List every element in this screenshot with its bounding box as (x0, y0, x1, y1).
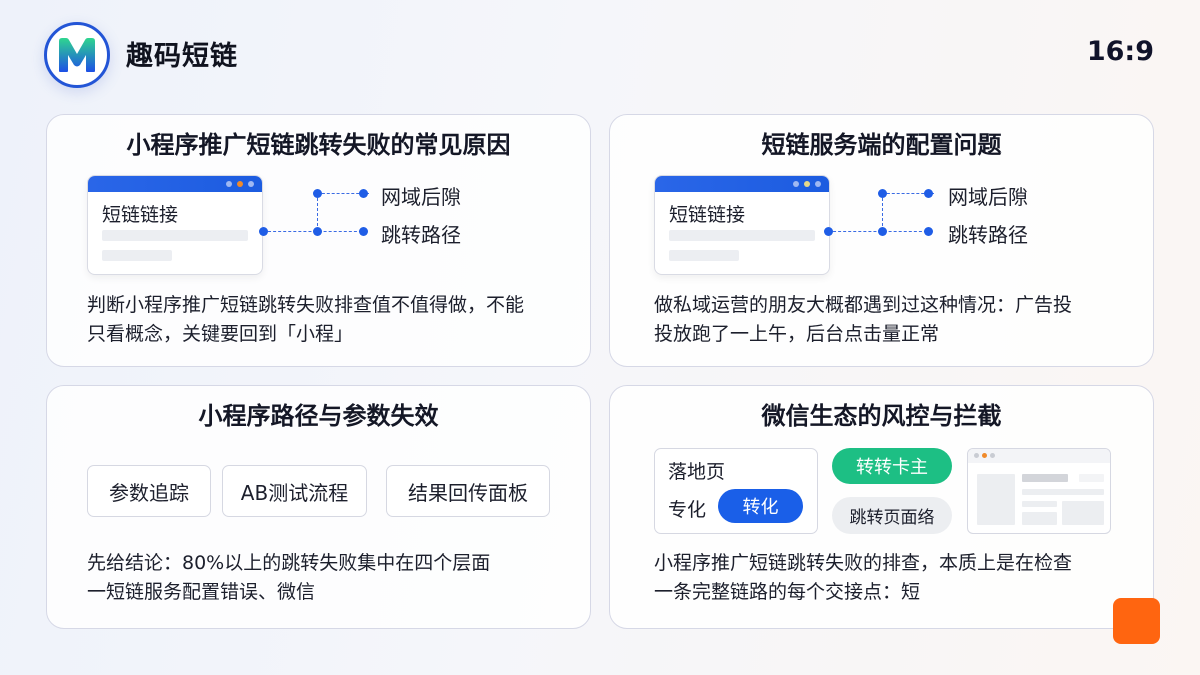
aspect-ratio-label: 16:9 (1086, 36, 1154, 67)
card-server-config: 短链服务端的配置问题 短链链接 网域后隙 跳转路径 做私域运营的朋友大概都遇到过… (609, 114, 1154, 367)
placeholder-line (102, 250, 172, 261)
connector-node-icon (313, 227, 322, 236)
connector-node-icon (924, 227, 933, 236)
landing-page-box: 落地页 专化 转化 (654, 448, 818, 534)
browser-titlebar (968, 449, 1110, 463)
logo (44, 22, 110, 88)
connector-node-icon (313, 189, 322, 198)
card-title: 小程序推广短链跳转失败的常见原因 (126, 131, 511, 159)
branch-label: 跳转路径 (381, 223, 461, 247)
connector-node-icon (359, 227, 368, 236)
card-description: 小程序推广短链跳转失败的排查，本质上是在检查 一条完整链路的每个交接点：短 (654, 552, 1073, 603)
connector-node-icon (359, 189, 368, 198)
card-path-params: 小程序路径与参数失效 参数追踪 AB测试流程 结果回传面板 先给结论：80%以上… (46, 385, 591, 629)
brand-name: 趣码短链 (126, 41, 238, 72)
header: 趣码短链 16:9 (0, 0, 1200, 100)
status-pill-gray[interactable]: 跳转页面络 (832, 497, 952, 534)
window-dots-icon (226, 181, 254, 187)
branch-label: 网域后隙 (948, 185, 1028, 209)
short-link-window-mock: 短链链接 (654, 175, 830, 275)
connector-node-icon (878, 227, 887, 236)
orange-accent-square (1113, 598, 1160, 644)
window-dots-icon (974, 453, 995, 458)
card-title: 微信生态的风控与拦截 (761, 402, 1002, 430)
placeholder-line (102, 230, 248, 241)
placeholder-line (669, 230, 815, 241)
card-title: 短链服务端的配置问题 (761, 131, 1002, 159)
placeholder-line (669, 250, 739, 261)
short-link-window-mock: 短链链接 (87, 175, 263, 275)
card-description: 先给结论：80%以上的跳转失败集中在四个层面 一短链服务配置错误、微信 (87, 552, 491, 603)
card-description: 判断小程序推广短链跳转失败排查值不值得做，不能 只看概念，关键要回到「小程」 (87, 294, 525, 345)
window-dots-icon (793, 181, 821, 187)
landing-page-label: 专化 (668, 499, 707, 521)
connector-node-icon (878, 189, 887, 198)
branch-label: 网域后隙 (381, 185, 461, 209)
window-label: 短链链接 (102, 204, 179, 226)
status-pill-green[interactable]: 转转卡主 (832, 448, 952, 484)
chip-result-panel[interactable]: 结果回传面板 (386, 465, 550, 517)
convert-button[interactable]: 转化 (718, 489, 803, 523)
browser-page-mock (967, 448, 1111, 534)
chip-ab-test[interactable]: AB测试流程 (222, 465, 367, 517)
card-title: 小程序路径与参数失效 (198, 402, 439, 430)
card-common-causes: 小程序推广短链跳转失败的常见原因 短链链接 网域后隙 跳转路径 判断小程序推广短… (46, 114, 591, 367)
connector-node-icon (824, 227, 833, 236)
chip-param-tracking[interactable]: 参数追踪 (87, 465, 211, 517)
branch-label: 跳转路径 (948, 223, 1028, 247)
connector-node-icon (259, 227, 268, 236)
window-titlebar (88, 176, 262, 192)
card-wechat-risk: 微信生态的风控与拦截 落地页 专化 转化 转转卡主 跳转页面络 小程序推广短链跳… (609, 385, 1154, 629)
connector-node-icon (924, 189, 933, 198)
window-titlebar (655, 176, 829, 192)
window-label: 短链链接 (669, 204, 746, 226)
landing-page-title: 落地页 (668, 461, 726, 483)
card-description: 做私域运营的朋友大概都遇到过这种情况：广告投 投放跑了一上午，后台点击量正常 (654, 294, 1073, 345)
logo-m-icon (59, 38, 95, 72)
